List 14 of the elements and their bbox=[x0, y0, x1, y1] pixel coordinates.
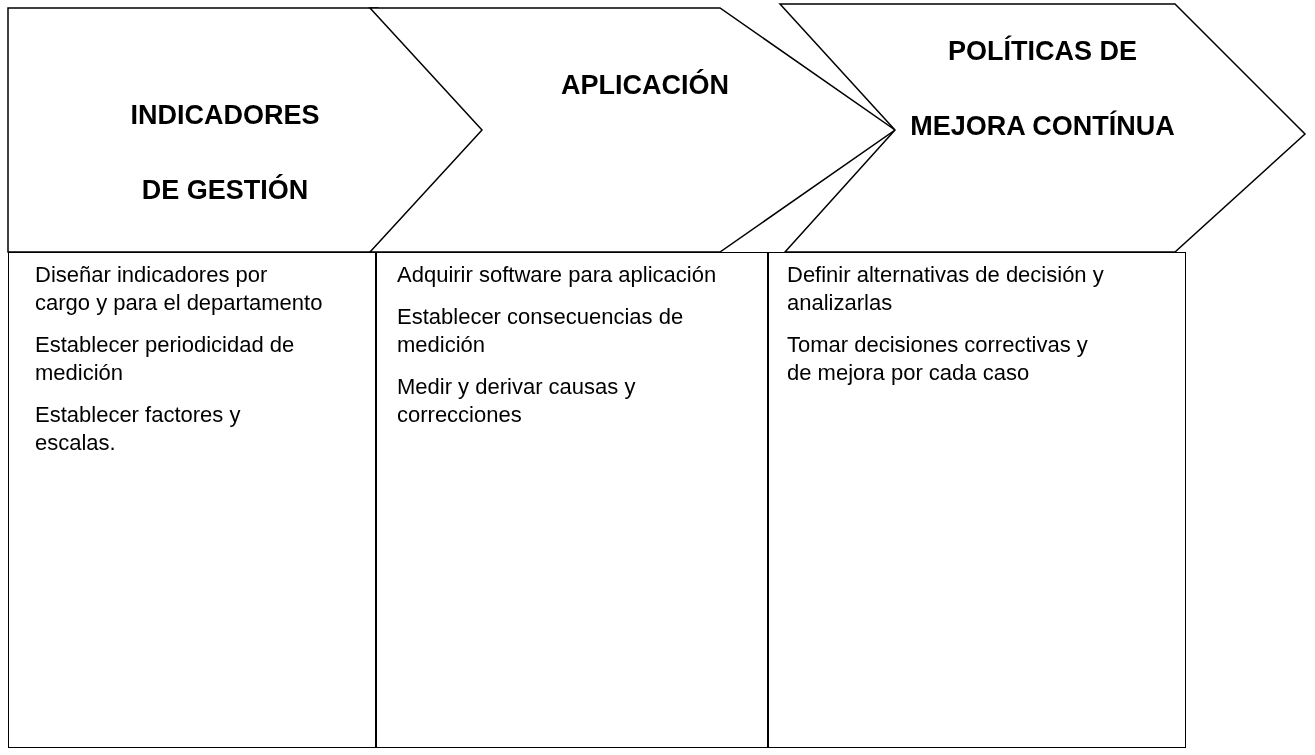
column-panel bbox=[768, 252, 1186, 748]
task-item: Tomar decisiones correctivas y de mejora por cada caso bbox=[787, 331, 1089, 387]
task-item: Establecer periodicidad de medición bbox=[35, 331, 296, 387]
column-panel bbox=[376, 252, 768, 748]
column-panel bbox=[8, 252, 376, 748]
task-item: Adquirir software para aplicación bbox=[397, 261, 718, 289]
stage-heading: INDICADORES DE GESTIÓN bbox=[129, 99, 321, 207]
task-item: Establecer factores y escalas. bbox=[35, 401, 242, 457]
stage-heading: POLÍTICAS DE MEJORA CONTÍNUA bbox=[909, 34, 1176, 143]
task-item: Medir y derivar causas y correcciones bbox=[397, 373, 637, 429]
task-item: Establecer consecuencias de medición bbox=[397, 303, 685, 359]
task-item: Diseñar indicadores por cargo y para el departamento bbox=[35, 261, 324, 317]
task-item: Definir alternativas de decisión y analizarlas bbox=[787, 261, 1105, 317]
stage-heading: APLICACIÓN bbox=[560, 68, 730, 102]
